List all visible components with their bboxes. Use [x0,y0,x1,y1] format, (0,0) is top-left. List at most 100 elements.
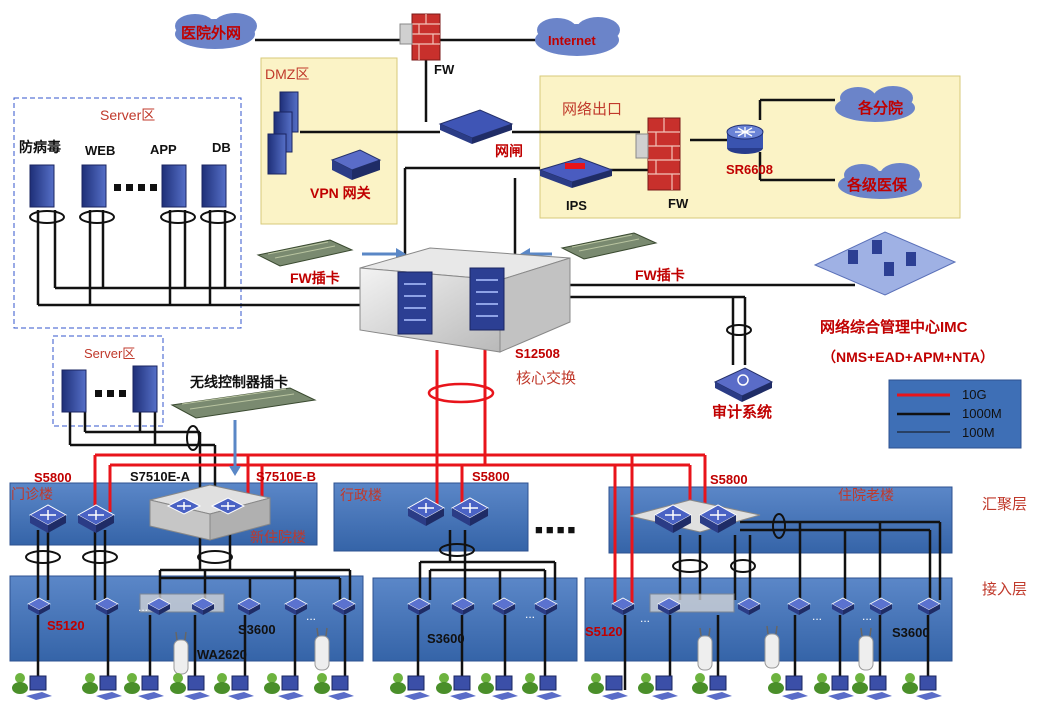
s5800-right-label: S5800 [710,472,748,487]
core-10g-bundle [427,382,495,404]
network-exit-label: 网络出口 [562,101,622,118]
s3600-left-label: S3600 [238,622,276,637]
ellipsis-mark: ... [812,609,822,623]
server-app-label: APP [150,142,177,157]
pc-icon [124,673,164,700]
access-switch-icon [831,597,855,615]
wireless-ap-icon [697,627,713,671]
cloud-icon [838,163,922,199]
pc-icon [264,673,304,700]
server-db-label: DB [212,140,231,155]
wa2620-label: WA2620 [197,647,247,662]
s7510-a-label: S7510E-A [130,469,191,484]
access-switch-icon [332,597,356,615]
access-switch-icon [657,597,681,615]
admin-building-label: 行政楼 [340,487,382,503]
ellipsis-mark: ... [525,607,535,621]
access-switch-icon [787,597,811,615]
s3600-right-label: S3600 [892,625,930,640]
pc-icon [902,673,942,700]
access-switch-icon [737,597,761,615]
more-buildings-dots: ■■■■ [535,522,578,537]
firewall-icon [399,13,441,61]
access-switch-icon [147,597,171,615]
server-web-label: WEB [85,143,115,158]
fw-top-label: FW [434,62,455,77]
pc-icon [12,673,52,700]
access-box-mid [372,577,578,662]
s3600-mid-label: S3600 [427,631,465,646]
pc-icon [82,673,122,700]
wireless-ap-icon [858,627,874,671]
access-switch-icon [869,597,893,615]
audit-system-icon [713,367,774,402]
audit-system-label: 审计系统 [712,403,772,421]
aggregation-switch-icon [28,484,761,541]
firewall-icon [635,117,681,191]
core-switch-icon [359,247,571,353]
access-switch-icon [451,597,475,615]
hospital-extranet-label: 医院外网 [181,24,241,42]
ellipsis-mark: ... [640,611,650,625]
access-switch-icon [284,597,308,615]
legend-10g-label: 10G [962,387,987,402]
network-gate-label: 网闸 [495,143,523,159]
pc-icon [768,673,808,700]
pc-icon [814,673,854,700]
dmz-server-icon [267,91,299,175]
pc-icon [214,673,254,700]
clinic-building-label: 门诊楼 [11,486,53,502]
access-switch-icon [95,597,119,615]
ips-label: IPS [566,198,587,213]
access-switch-icon [407,597,431,615]
link-bundles [25,210,786,573]
access-switch-icon [611,597,635,615]
pc-icon [638,673,678,700]
ips-icon [538,157,614,188]
cloud-icon [175,13,257,49]
core-model-label: S12508 [515,346,560,361]
access-switch-icon [917,597,941,615]
wireless-ap-icon [314,627,330,671]
server-icon [29,164,227,413]
wireless-card-label: 无线控制器插卡 [189,374,288,390]
core-label: 核心交换 [516,369,576,387]
pc-icon [692,673,732,700]
vpn-gateway-icon [330,149,382,180]
access-layer-label: 接入层 [982,581,1027,598]
pc-icon [12,673,942,700]
fw-card-left-label: FW插卡 [290,270,340,286]
vpn-gateway-label: VPN 网关 [310,185,371,201]
fw-card-right-label: FW插卡 [635,267,685,283]
cloud-icon [535,17,620,56]
router-model-label: SR6608 [726,162,773,177]
legend [888,379,1022,449]
server-zone-small-label: Server区 [84,346,135,361]
imc-title-label: 网络综合管理中心IMC [820,318,968,336]
more-servers-dots [95,184,157,397]
cloud-icon [835,86,915,122]
legend-100m-label: 100M [962,425,995,440]
pc-icon [478,673,518,700]
fw-exit-label: FW [668,196,689,211]
access-switch-icon [237,597,261,615]
wireless-ap-icon [173,625,874,675]
server-antivirus-label: 防病毒 [19,139,61,155]
aggregation-box-right [608,486,953,554]
access-switch-icon [492,597,516,615]
pc-icon [852,673,892,700]
pc-icon [588,673,628,700]
access-switch-icon [27,597,51,615]
access-switch-icon [27,593,941,615]
server-zone-small-box [52,335,164,427]
s5800-mid-label: S5800 [472,469,510,484]
access-switch-icon [191,597,215,615]
s5800-left-label: S5800 [34,470,72,485]
aggregation-layer-label: 汇聚层 [982,496,1027,513]
ellipsis-mark: ... [862,609,872,623]
branches-label: 各分院 [857,99,903,117]
legend-1000m-label: 1000M [962,406,1002,421]
dmz-zone-label: DMZ区 [265,66,309,82]
router-icon [726,124,764,154]
